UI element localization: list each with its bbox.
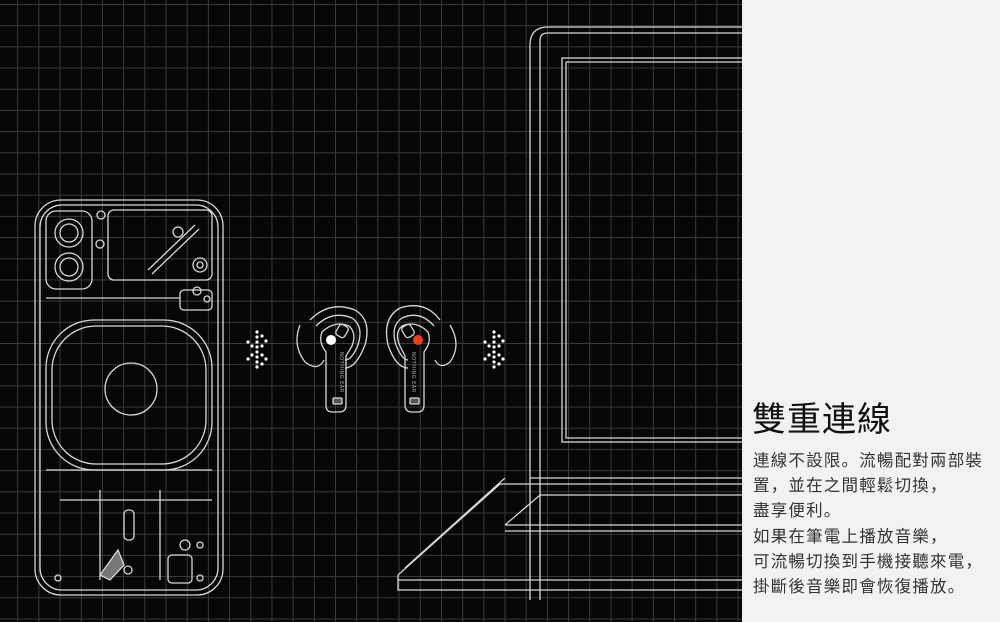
left-earbud-label: NOTHING EAR [338, 352, 344, 393]
description-line: 可流暢切換到手機接聽來電， [753, 551, 984, 571]
bluetooth-icon-left [246, 330, 268, 369]
description-line: 置，並在之間輕鬆切換， [753, 476, 948, 496]
left-earbud-indicator [326, 335, 336, 345]
description-line: 掛斷後音樂即會恢復播放。 [753, 577, 966, 597]
laptop-outline [397, 26, 742, 600]
left-earbud: NOTHING EAR [296, 306, 368, 413]
right-earbud-indicator [413, 335, 423, 345]
right-earbud: NOTHING EAR [385, 305, 457, 413]
illustration-stage: NOTHING EAR NOTHING EAR [0, 0, 742, 622]
right-earbud-label: NOTHING EAR [410, 352, 416, 393]
feature-title: 雙重連線 [752, 400, 892, 440]
description-line: 盡享便利。 [753, 501, 842, 521]
description-line: 連線不設限。流暢配對兩部裝 [753, 451, 984, 470]
feature-panel [742, 0, 1000, 622]
description-line: 如果在筆電上播放音樂， [753, 526, 948, 546]
phone-outline [34, 199, 224, 596]
bluetooth-icon-right [483, 330, 505, 369]
feature-description: 連線不設限。流暢配對兩部裝 置，並在之間輕鬆切換， 盡享便利。 如果在筆電上播放… [753, 448, 998, 599]
